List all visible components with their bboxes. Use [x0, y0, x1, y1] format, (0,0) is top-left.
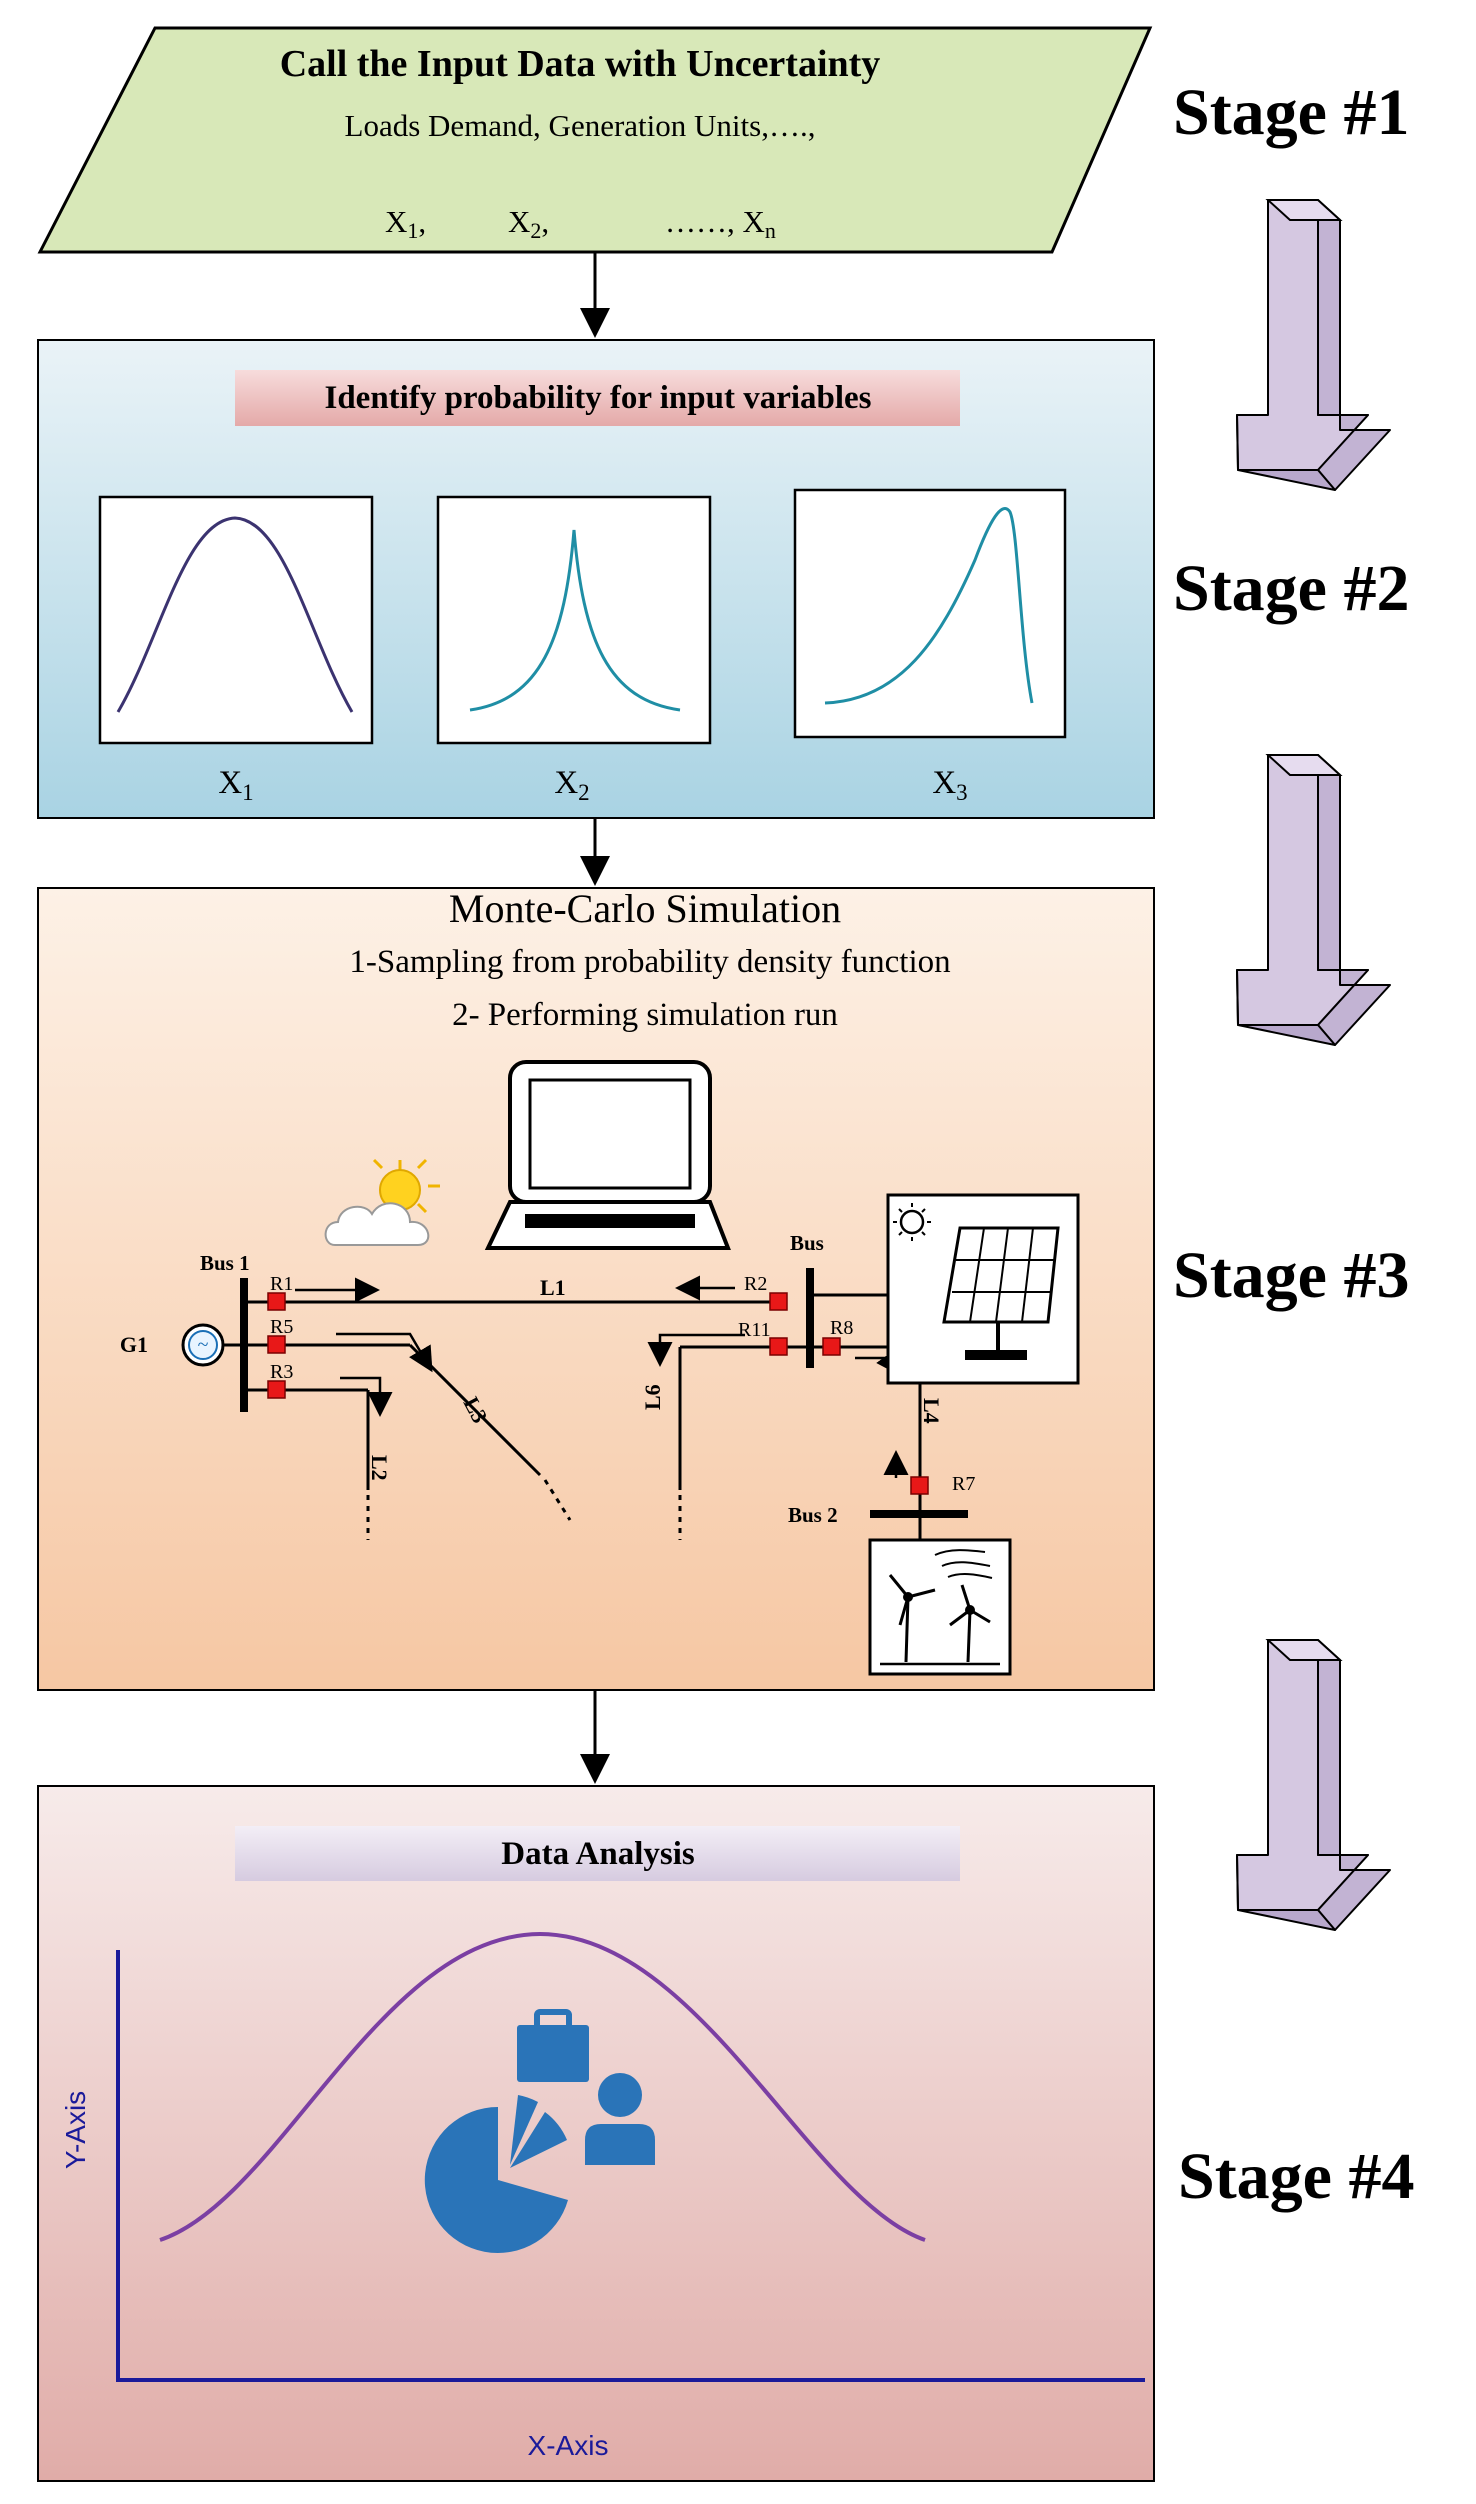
pdf-curve-x2 [469, 529, 681, 712]
stage-labels: Stage #1 Stage #2 Stage #3 Stage #4 [1173, 76, 1414, 2213]
gen-label: G1 [120, 1332, 148, 1357]
relay-label-r2: R2 [744, 1273, 767, 1295]
stage1-input-box: Call the Input Data with Uncertainty Loa… [37, 26, 1153, 254]
relay-r8 [822, 1337, 841, 1356]
stage-label-4: Stage #4 [1178, 2140, 1414, 2213]
relay-label-r3: R3 [270, 1361, 293, 1383]
var-dots: ……, X [665, 204, 765, 239]
stage1-parallelogram [37, 26, 1153, 254]
relay-label-r8: R8 [830, 1317, 853, 1339]
line-label-l4: L4 [919, 1398, 944, 1424]
sun-cloud-icon [324, 1158, 440, 1246]
stage4-box: Data Analysis Y-Axis X-Axis [37, 1785, 1155, 2482]
relay-label-r1: R1 [270, 1273, 293, 1295]
bus2-label: Bus 2 [788, 1503, 838, 1527]
arrow-top-cap [1265, 754, 1343, 776]
pdf-label-x1: X1 [218, 765, 253, 805]
bus-label: Bus [790, 1231, 824, 1255]
var-x2-sep: , [541, 204, 549, 239]
relay-r11 [769, 1337, 788, 1356]
var-xn-sub: n [765, 218, 776, 243]
stage2-title-band [235, 370, 960, 426]
stage3-step2: 2- Performing simulation run [452, 997, 838, 1033]
wind-turbine-icon [868, 1538, 1012, 1676]
person-icon [585, 2073, 655, 2165]
stage2-title: Identify probability for input variables [324, 380, 871, 416]
bus1-label: Bus 1 [200, 1251, 250, 1275]
stage-label-1: Stage #1 [1173, 76, 1409, 149]
var-x1-sep: , [418, 204, 426, 239]
stage-down-arrow-1 [1236, 199, 1391, 491]
stage1-variables: X1, X2, ……, Xn [385, 204, 776, 243]
stage4-title: Data Analysis [501, 1836, 695, 1872]
stage2-box: Identify probability for input variables… [37, 339, 1155, 819]
line-label-l6: L6 [640, 1384, 665, 1410]
pdf-label-x2: X2 [554, 765, 589, 805]
var-x2-sub: 2 [530, 218, 541, 243]
line-label-l1: L1 [540, 1275, 566, 1300]
stage4-title-band [235, 1826, 960, 1881]
pdf-label-x3: X3 [932, 765, 967, 805]
briefcase-icon [517, 2009, 589, 2082]
var-x1: X [385, 204, 407, 239]
y-axis-label: Y-Axis [60, 2091, 91, 2169]
stage1-subtitle: Loads Demand, Generation Units,…., [345, 108, 816, 143]
relay-r7 [910, 1476, 929, 1495]
pdf-curve-x1 [116, 516, 354, 713]
relay-r5 [267, 1335, 286, 1354]
stage1-title: Call the Input Data with Uncertainty [280, 43, 881, 85]
stage3-step1: 1-Sampling from probability density func… [349, 944, 950, 980]
var-x2: X [508, 204, 530, 239]
stage-down-arrow-2 [1236, 754, 1391, 1046]
stage-down-arrow-3 [1236, 1639, 1391, 1931]
stage-label-2: Stage #2 [1173, 552, 1409, 625]
line-label-l2: L2 [367, 1455, 392, 1481]
analysis-curve [159, 1931, 926, 2242]
var-x1-sub: 1 [407, 218, 418, 243]
arrow-face-3 [1236, 414, 1336, 491]
big-down-arrows [1236, 199, 1391, 1931]
relay-markers [267, 1292, 929, 1495]
arrow-face-3 [1236, 1854, 1336, 1931]
solar-panel-icon [810, 1193, 1080, 1385]
pdf-box-x3 [793, 488, 1067, 739]
relay-label-r11: R11 [738, 1319, 771, 1341]
stage3-title: Monte-Carlo Simulation [449, 886, 841, 931]
relay-r3 [267, 1380, 286, 1399]
arrow-face-3 [1236, 969, 1336, 1046]
pdf-box-x1 [98, 495, 374, 745]
x-axis-label: X-Axis [528, 2430, 609, 2461]
stage-label-3: Stage #3 [1173, 1239, 1409, 1312]
laptop-icon [484, 1060, 731, 1250]
svg-text:~: ~ [198, 1334, 209, 1356]
relay-label-r5: R5 [270, 1316, 293, 1338]
relay-r2 [769, 1292, 788, 1311]
pie-chart-icon [424, 2095, 568, 2253]
pdf-curve-x3 [824, 507, 1034, 705]
stage3-box: Monte-Carlo Simulation 1-Sampling from p… [37, 886, 1155, 1691]
arrow-top-cap [1265, 1639, 1343, 1661]
arrow-top-cap [1265, 199, 1343, 221]
relay-r1 [267, 1292, 286, 1311]
relay-label-r7: R7 [952, 1473, 975, 1495]
